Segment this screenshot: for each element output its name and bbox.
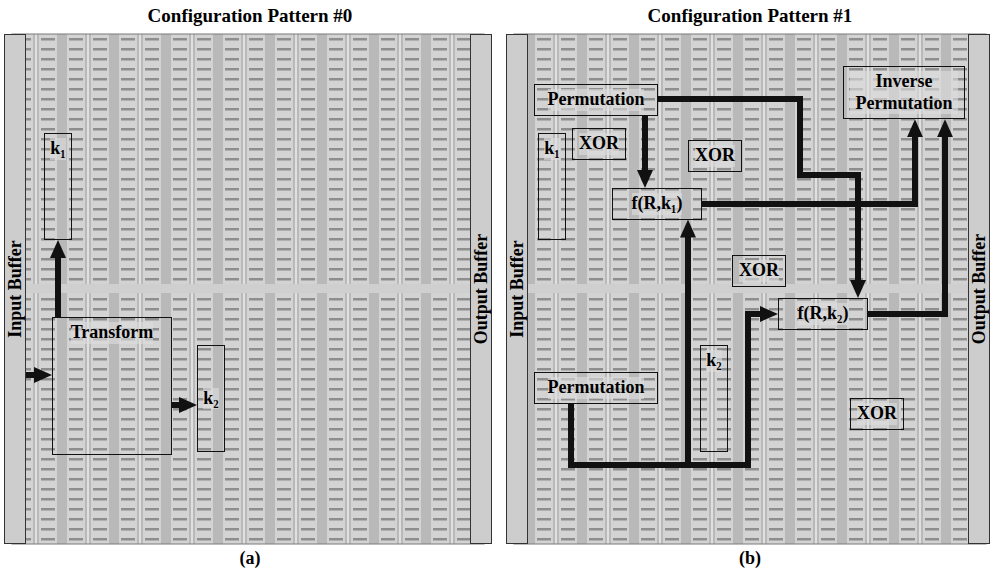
panel-caption: (b)	[739, 549, 761, 569]
signal-arrow	[172, 402, 185, 408]
signal-arrow	[702, 131, 915, 204]
transform-block: Transform	[52, 317, 172, 455]
block-label: k₂	[706, 350, 721, 372]
permutation-block: Inverse Permutation	[843, 66, 965, 119]
signal-arrow	[26, 372, 40, 378]
block-label: f(R,k₁)	[632, 193, 683, 215]
block-label: XOR	[739, 260, 779, 282]
key-register: k₂	[197, 345, 225, 452]
block-label: XOR	[579, 133, 619, 155]
key-register: k₁	[538, 133, 566, 240]
key-register: k₁	[44, 133, 72, 240]
buffer-label: Output Buffer	[970, 234, 988, 345]
signal-arrow	[55, 252, 61, 317]
buffer-label: Input Buffer	[6, 240, 24, 338]
block-label: Inverse Permutation	[850, 71, 958, 114]
die-midband	[514, 284, 986, 293]
buffer-label: Output Buffer	[472, 234, 490, 345]
block-label: k₁	[50, 138, 65, 160]
signal-arrow	[868, 131, 945, 314]
xor-block: XOR	[850, 398, 904, 430]
buffer-label: Input Buffer	[508, 240, 526, 338]
buffer-bar: Output Buffer	[470, 34, 492, 544]
buffer-bar: Input Buffer	[506, 34, 528, 544]
panel-title: Configuration Pattern #1	[648, 6, 853, 27]
panel-title: Configuration Pattern #0	[148, 6, 353, 27]
signal-arrow	[571, 232, 688, 465]
signal-arrow	[642, 116, 648, 176]
key-register: k₂	[700, 345, 728, 452]
die-core	[514, 34, 986, 544]
block-label: f(R,k₂)	[798, 303, 849, 325]
round-function: f(R,k₂)	[778, 298, 868, 330]
buffer-bar: Output Buffer	[968, 34, 990, 544]
permutation-block: Permutation	[534, 84, 658, 116]
block-label: k₁	[544, 138, 559, 160]
round-function: f(R,k₁)	[612, 188, 702, 220]
block-label: XOR	[695, 145, 735, 167]
xor-block: XOR	[688, 140, 742, 172]
block-label: Permutation	[548, 377, 645, 399]
die-core	[12, 34, 484, 544]
panel-caption: (a)	[240, 549, 261, 569]
die-midband	[12, 284, 484, 293]
permutation-block: Permutation	[534, 372, 658, 404]
xor-block: XOR	[732, 255, 786, 287]
block-label: XOR	[857, 403, 897, 425]
block-label: Transform	[71, 322, 154, 344]
die-a	[12, 34, 484, 544]
die-b	[514, 34, 986, 544]
xor-block: XOR	[572, 128, 626, 160]
buffer-bar: Input Buffer	[4, 34, 26, 544]
block-label: Permutation	[548, 89, 645, 111]
block-label: k₂	[203, 388, 218, 410]
